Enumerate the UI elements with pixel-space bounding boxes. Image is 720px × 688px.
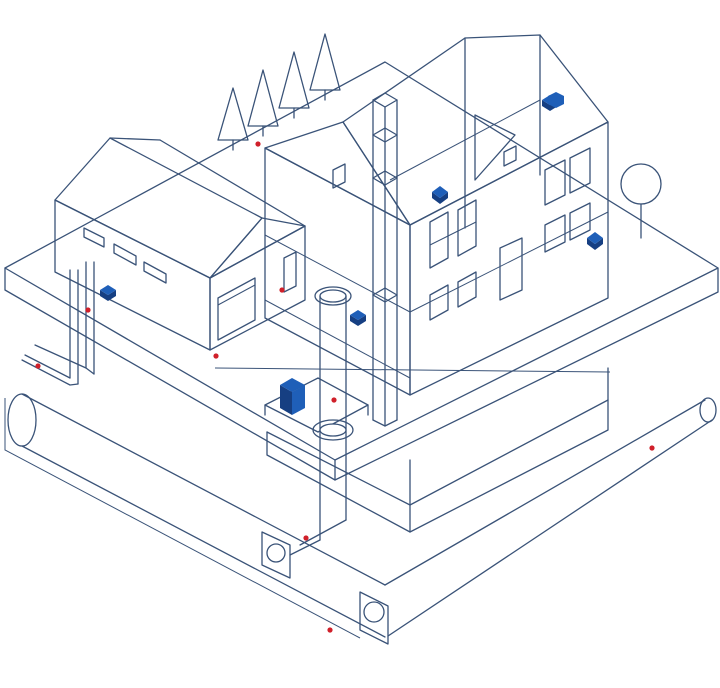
sensor-dot bbox=[327, 627, 333, 633]
device-icon bbox=[587, 232, 603, 250]
trees bbox=[217, 33, 662, 239]
tree-1 bbox=[217, 87, 249, 151]
device-icon bbox=[100, 285, 116, 301]
device-cabinet-icon bbox=[280, 378, 305, 415]
sensor-dot bbox=[331, 397, 337, 403]
house-drain-pipes bbox=[21, 261, 95, 386]
ventilation-duct bbox=[372, 92, 398, 427]
devices bbox=[100, 92, 603, 415]
tree-2 bbox=[247, 69, 279, 137]
tree-3 bbox=[278, 51, 310, 119]
sensor-dot bbox=[255, 141, 261, 147]
sensor-dot bbox=[279, 287, 285, 293]
drain-pipe bbox=[289, 286, 354, 556]
main-house bbox=[264, 34, 609, 396]
sensor-dot bbox=[649, 445, 655, 451]
small-house bbox=[54, 137, 306, 351]
sidewalk bbox=[214, 367, 611, 373]
tree-round bbox=[620, 163, 662, 239]
sensor-dot bbox=[303, 535, 309, 541]
device-icon bbox=[548, 92, 564, 108]
basement-box bbox=[266, 367, 609, 533]
sewer-branch bbox=[384, 397, 717, 637]
sewer-main bbox=[4, 393, 389, 645]
device-icon bbox=[432, 186, 448, 204]
sensor-dot bbox=[85, 307, 91, 313]
sensor-dot bbox=[213, 353, 219, 359]
tree-4 bbox=[309, 33, 341, 101]
sensor-dot bbox=[35, 363, 41, 369]
ground-slab bbox=[4, 61, 719, 481]
device-icon bbox=[350, 310, 366, 326]
sensor-points bbox=[35, 141, 655, 633]
